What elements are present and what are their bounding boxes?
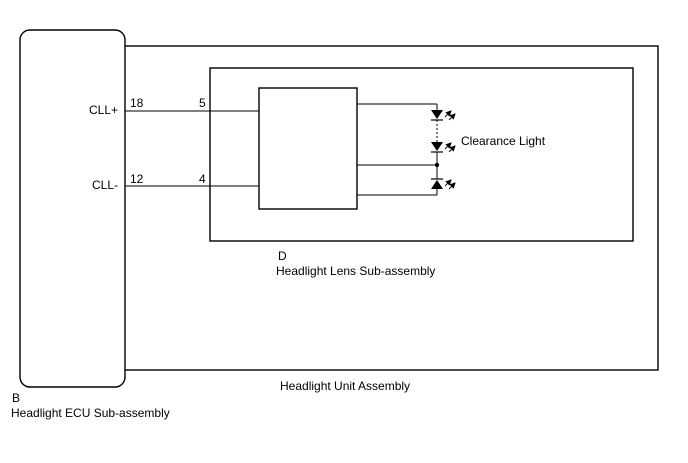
led-diode-icon bbox=[431, 110, 456, 121]
signal-name-cll-minus: CLL- bbox=[92, 178, 118, 192]
lens-pin-4: 4 bbox=[199, 172, 206, 186]
lens-pin-5: 5 bbox=[199, 96, 206, 110]
headlight-lens-box bbox=[209, 67, 634, 242]
led-diode-icon bbox=[431, 178, 456, 190]
signal-name-cll-plus: CLL+ bbox=[89, 103, 118, 117]
led-driver-block bbox=[258, 87, 358, 210]
lens-code: D bbox=[278, 249, 287, 263]
lens-name: Headlight Lens Sub-assembly bbox=[276, 264, 435, 278]
headlight-unit-assembly-box bbox=[119, 45, 659, 371]
unit-assembly-name: Headlight Unit Assembly bbox=[280, 379, 410, 393]
headlight-ecu-box bbox=[19, 29, 126, 388]
ecu-name: Headlight ECU Sub-assembly bbox=[11, 406, 170, 420]
junction-dot bbox=[434, 162, 440, 168]
ecu-code: B bbox=[12, 391, 20, 405]
ecu-pin-18: 18 bbox=[130, 96, 144, 110]
clearance-light-label: Clearance Light bbox=[461, 134, 546, 148]
ecu-pin-12: 12 bbox=[130, 172, 144, 186]
led-diode-icon bbox=[431, 142, 456, 153]
